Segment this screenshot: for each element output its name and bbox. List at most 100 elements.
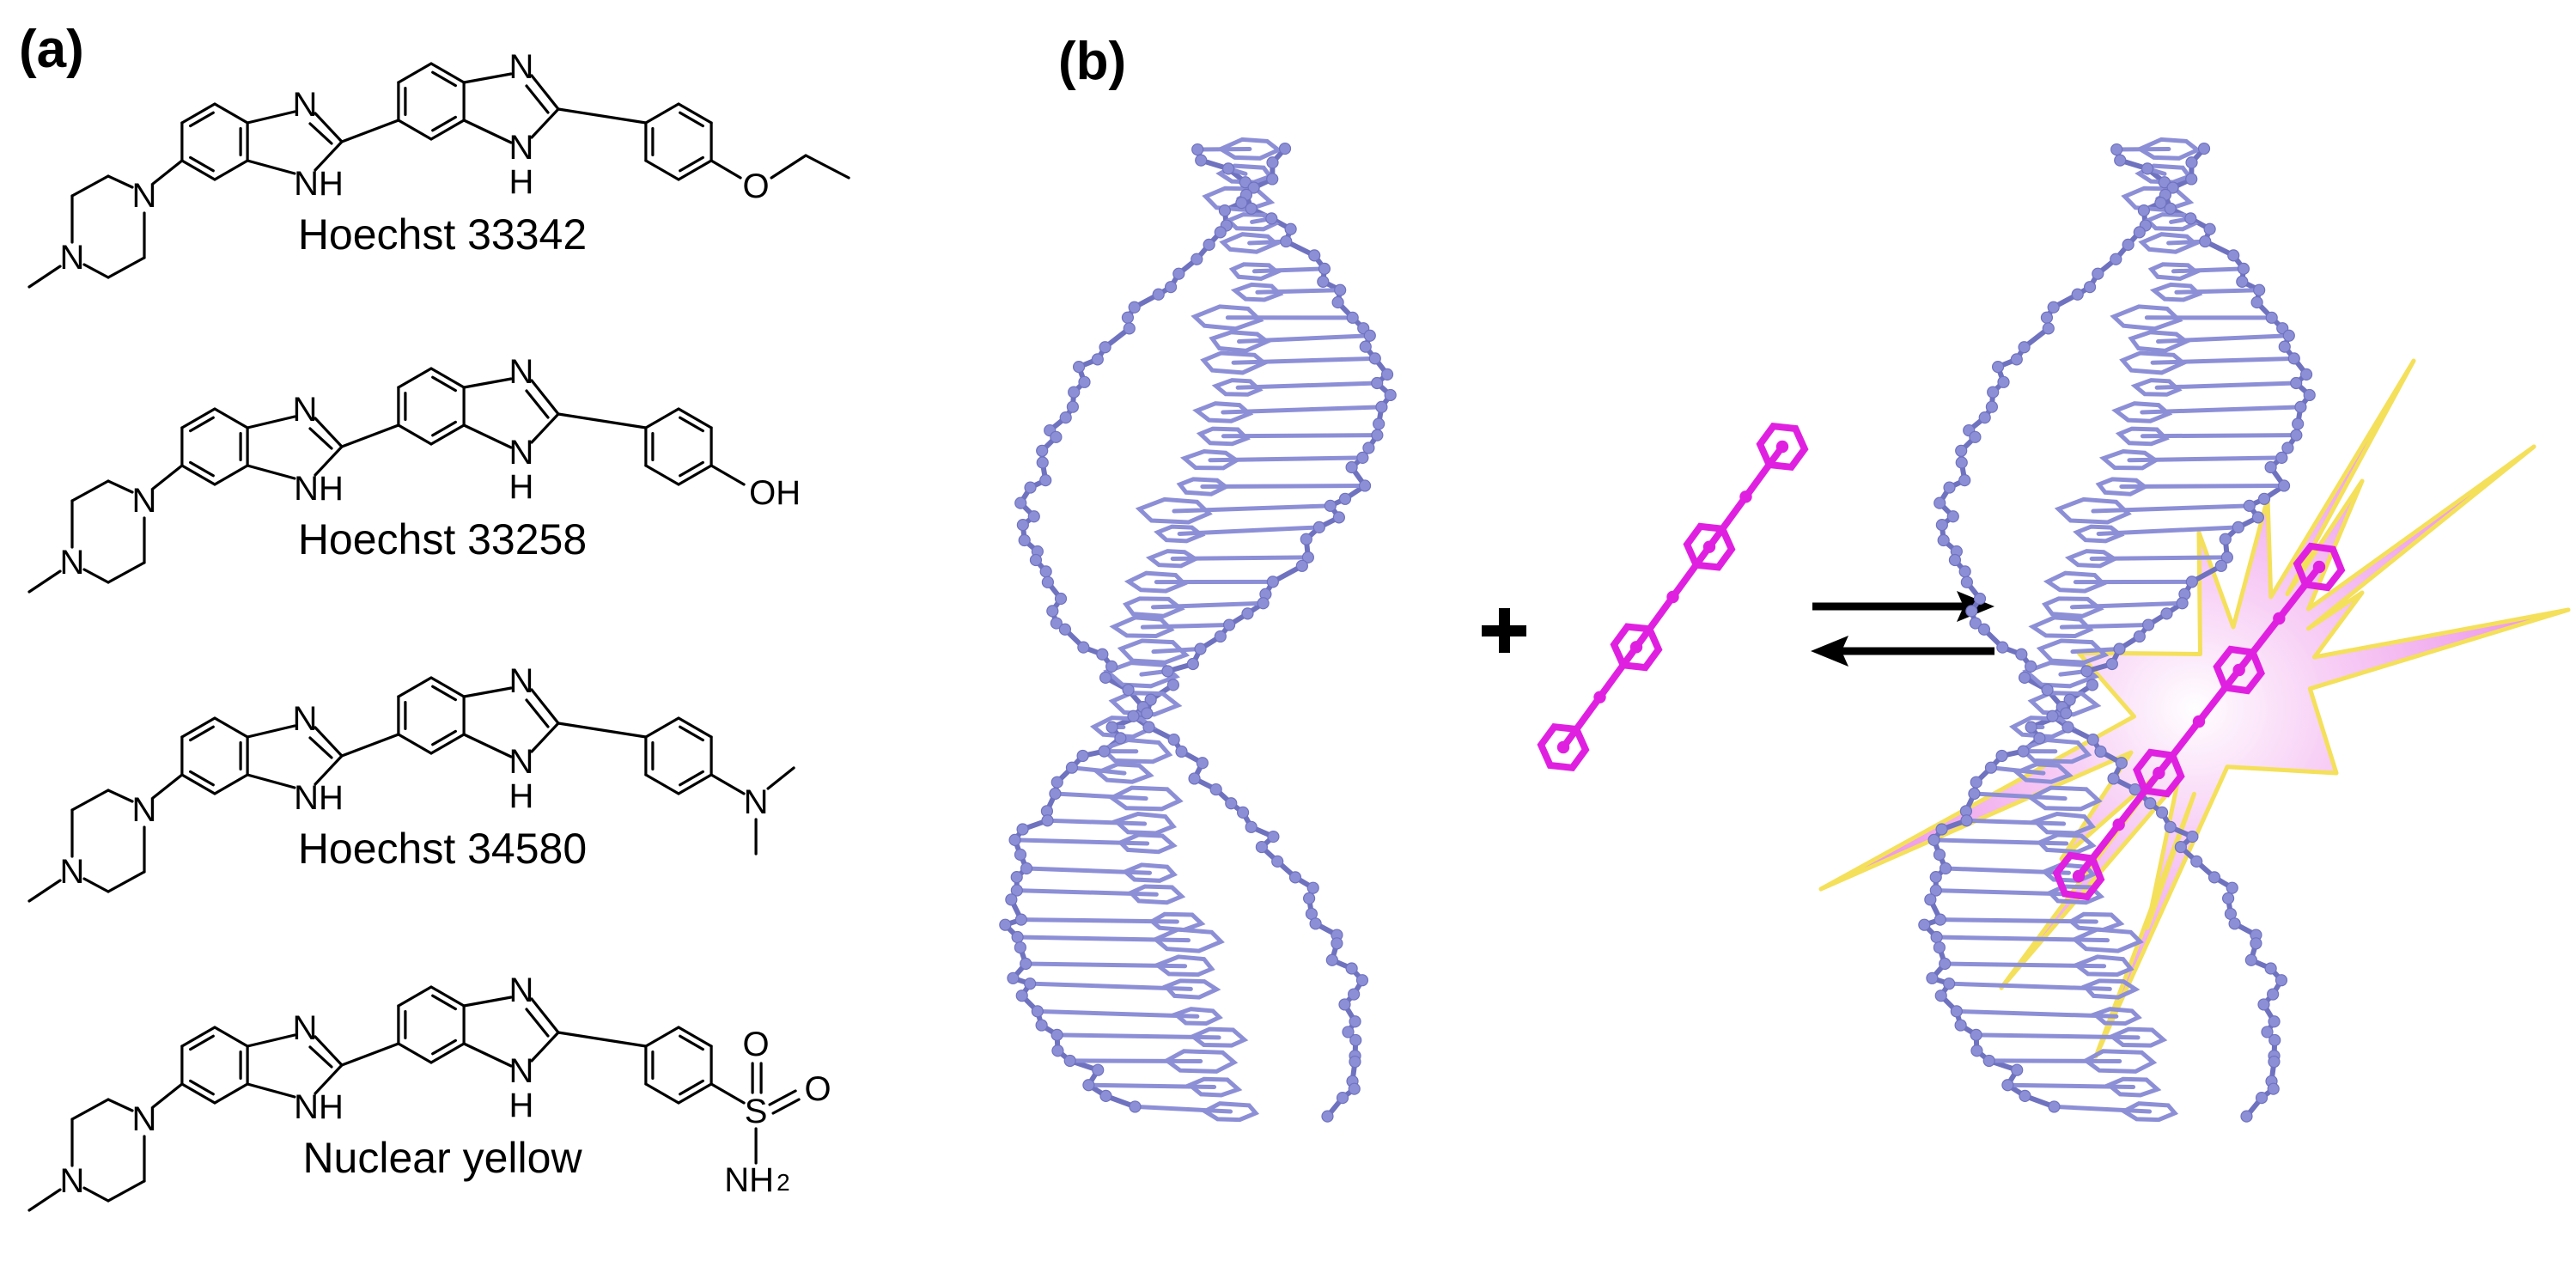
base-ring <box>1191 304 1264 332</box>
atom-sphere <box>1284 222 1297 235</box>
atom-sphere <box>1325 953 1338 966</box>
atom-sphere <box>1970 1028 1982 1041</box>
atom-sphere <box>1265 212 1278 225</box>
base-ring <box>1109 615 1175 639</box>
base-bond <box>2051 1104 2153 1114</box>
base-ring <box>2036 638 2110 665</box>
ligand-bond <box>1742 443 1786 501</box>
atom-sphere <box>1105 721 1118 734</box>
atom-sphere <box>1278 142 1292 155</box>
atom-sphere <box>1114 732 1127 745</box>
bond <box>462 377 513 389</box>
atom-sphere <box>2299 368 2313 381</box>
base-ring <box>2081 978 2141 1000</box>
atom-sphere <box>1167 733 1180 746</box>
ligand-atom <box>1629 641 1643 654</box>
nh-group: NH <box>294 165 344 203</box>
base-ring <box>2036 832 2097 855</box>
atom-sphere <box>1349 1015 1361 1028</box>
base-ring <box>1179 448 1241 471</box>
ligand-ring <box>1683 522 1736 571</box>
atom-sphere <box>1245 820 1258 833</box>
bond <box>677 102 713 125</box>
atom-sphere <box>1078 375 1091 388</box>
bond <box>340 1042 400 1067</box>
atom-sphere <box>2237 262 2250 275</box>
bond <box>530 74 560 111</box>
atom-sphere <box>2287 352 2300 365</box>
bond <box>189 1034 215 1051</box>
nh-nitrogen: N <box>509 743 534 781</box>
atom-sphere <box>1175 745 1188 758</box>
atom-sphere <box>2040 311 2054 324</box>
bond <box>679 770 704 787</box>
atom-sphere <box>2197 142 2211 155</box>
dna-double-helix <box>999 137 1397 1123</box>
bond <box>82 877 110 893</box>
atom-sphere <box>999 918 1012 931</box>
atom-sphere <box>2257 998 2270 1011</box>
atom-sphere <box>2063 693 2076 706</box>
atom-sphere <box>2277 479 2291 492</box>
atom-sphere <box>1318 262 1331 275</box>
base-bond <box>1068 1058 1203 1063</box>
bond <box>644 159 680 181</box>
bond <box>397 119 433 141</box>
base-bond <box>1052 791 1148 801</box>
atom-sphere <box>2018 341 2031 354</box>
base-bond <box>2070 646 2122 655</box>
atom-sphere <box>2240 1110 2253 1123</box>
bond <box>107 479 134 494</box>
ligand-atom <box>1702 540 1716 553</box>
atom-sphere <box>1384 388 1397 402</box>
atom-sphere <box>1164 281 1178 294</box>
bond <box>213 716 249 739</box>
bond <box>82 1186 110 1203</box>
atom-sphere <box>2018 671 2031 684</box>
bond <box>397 423 433 446</box>
base-ring <box>2147 262 2201 282</box>
amine-subscript: 2 <box>776 1169 790 1196</box>
bond <box>429 676 466 698</box>
piperazine-nitrogen: N <box>60 239 85 277</box>
base-ring <box>2090 1007 2142 1026</box>
base-ring <box>1135 496 1213 525</box>
bond <box>525 698 550 728</box>
atom-sphere <box>1041 576 1054 588</box>
bond <box>530 379 560 416</box>
nitrogen-atom: N <box>293 86 318 124</box>
atom-sphere <box>2244 953 2257 966</box>
bond <box>644 407 680 429</box>
bond <box>431 1038 457 1056</box>
bond <box>246 415 296 429</box>
atom-sphere <box>1970 1044 1983 1057</box>
atom-sphere <box>1016 519 1029 532</box>
atom-sphere <box>2083 281 2097 294</box>
bond <box>530 1031 560 1063</box>
bond <box>70 174 110 198</box>
base-bond <box>2005 1082 2136 1089</box>
base-ring <box>1145 549 1200 569</box>
bond <box>768 1089 797 1106</box>
bond <box>397 985 433 1008</box>
bond <box>70 479 110 502</box>
atom-sphere <box>2219 533 2232 545</box>
base-bond <box>1946 981 2112 991</box>
atom-sphere <box>1927 833 1940 847</box>
atom-sphere <box>2265 311 2278 324</box>
bond <box>677 464 713 486</box>
base-ring <box>1117 832 1178 855</box>
bond <box>340 733 400 758</box>
atom-sphere <box>1933 848 1946 862</box>
panel-b-label: (b) <box>1058 32 1126 91</box>
atom-sphere <box>1065 761 1079 774</box>
ligand-atom <box>1593 691 1606 703</box>
atom-sphere <box>2176 597 2189 610</box>
atom-sphere <box>1266 173 1279 186</box>
atom-sphere <box>1235 197 1248 210</box>
bond <box>107 1179 146 1203</box>
bond <box>246 464 296 480</box>
atom-sphere <box>2253 283 2266 296</box>
bond <box>709 464 746 486</box>
